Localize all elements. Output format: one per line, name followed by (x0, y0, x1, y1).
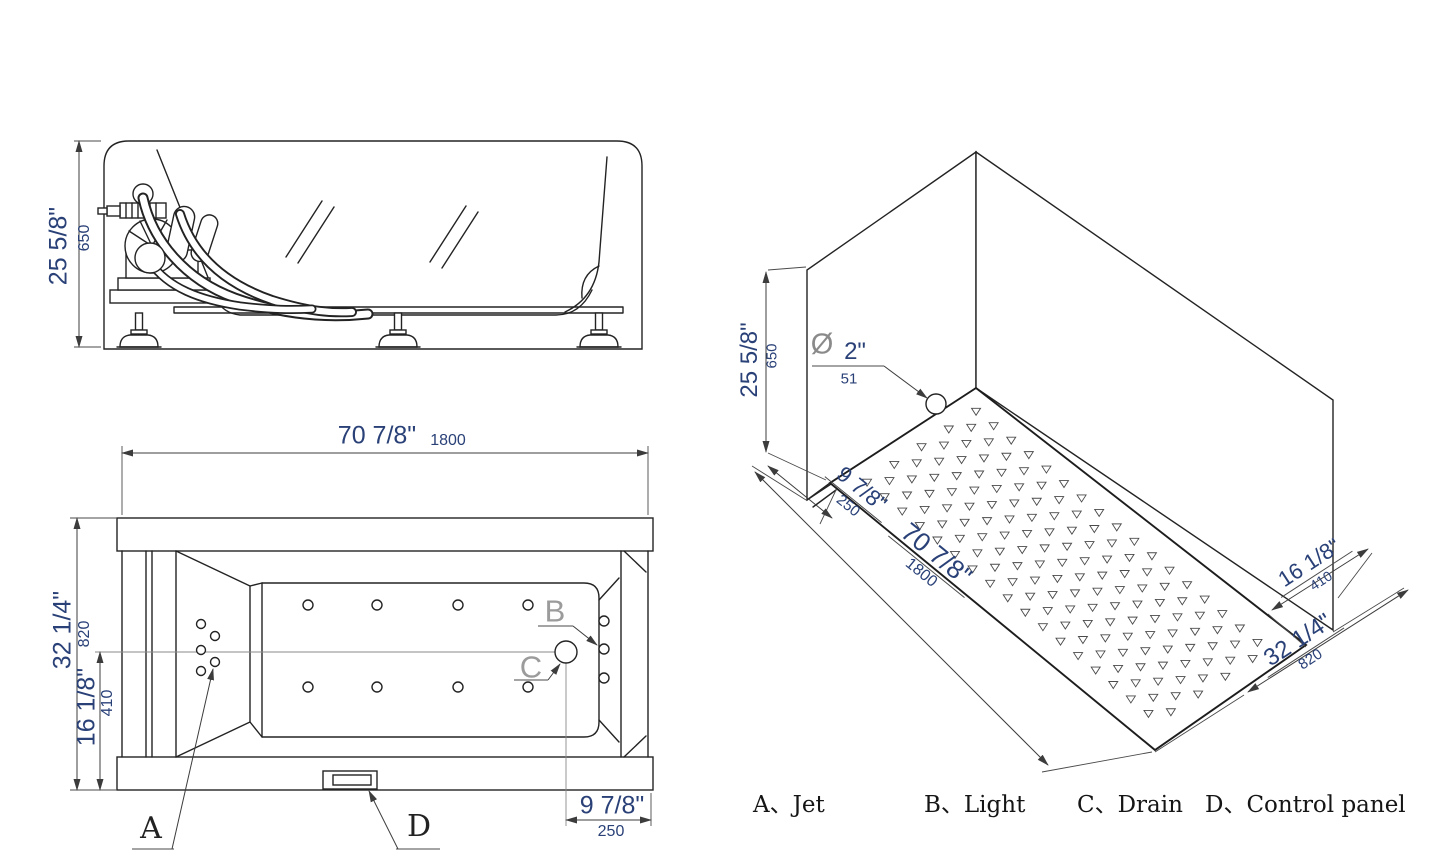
deck-bottom-band (116, 756, 654, 791)
control-panel (322, 770, 378, 790)
callout-b: B (544, 593, 566, 629)
iso-dimensions (751, 266, 1409, 773)
pump-hoses (137, 192, 374, 322)
side-jets (598, 615, 610, 684)
iso-height-inches: 25 5/8" (736, 322, 763, 398)
plan-length-inches: 70 7/8" (337, 421, 417, 450)
tub-feet (116, 312, 622, 348)
side-height-mm: 650 (76, 224, 93, 252)
plan-width-inches: 32 1/4" (48, 590, 77, 670)
callout-a: A (140, 811, 162, 846)
callout-c: C (519, 649, 543, 685)
legend-item-drain: C、Drain (1077, 792, 1183, 818)
plan-drain-offset-inches: 9 7/8" (579, 791, 645, 820)
legend-item-control-panel: D、Control panel (1205, 792, 1406, 818)
foot (116, 312, 162, 348)
side-view (74, 140, 643, 350)
drain-circle-iso (925, 393, 947, 415)
plan-half-width-inches: 16 1/8" (72, 667, 101, 747)
drain-circle (554, 640, 578, 664)
plan-dimensions (70, 446, 652, 826)
iso-drain-diameter-inches: 2" (844, 338, 866, 365)
plan-half-width-mm: 410 (99, 689, 116, 717)
legend-item-light: B、Light (924, 792, 1026, 818)
plan-view (70, 446, 654, 850)
back-jets (195, 618, 221, 677)
foot (576, 312, 622, 348)
pump-assembly (97, 183, 374, 322)
iso-height-mm: 650 (763, 343, 781, 369)
diameter-symbol: Ø (810, 328, 834, 361)
floor-jets (302, 599, 534, 693)
foot (375, 312, 421, 348)
glass-reflection-marks (285, 200, 479, 269)
deck-top-band (116, 517, 654, 552)
isometric-view (751, 150, 1409, 773)
plan-length-mm: 1800 (430, 432, 466, 449)
callout-leaders (132, 625, 598, 850)
plan-width-mm: 820 (76, 620, 93, 648)
iso-drain-diameter-mm: 51 (840, 370, 858, 388)
side-height-dimension (74, 140, 101, 348)
side-height-inches: 25 5/8" (44, 206, 73, 286)
legend-item-jet: A、Jet (753, 792, 825, 818)
tub-floor (261, 582, 600, 738)
backrest (175, 550, 263, 758)
callout-d: D (406, 809, 432, 844)
plan-drain-offset-mm: 250 (597, 823, 625, 840)
